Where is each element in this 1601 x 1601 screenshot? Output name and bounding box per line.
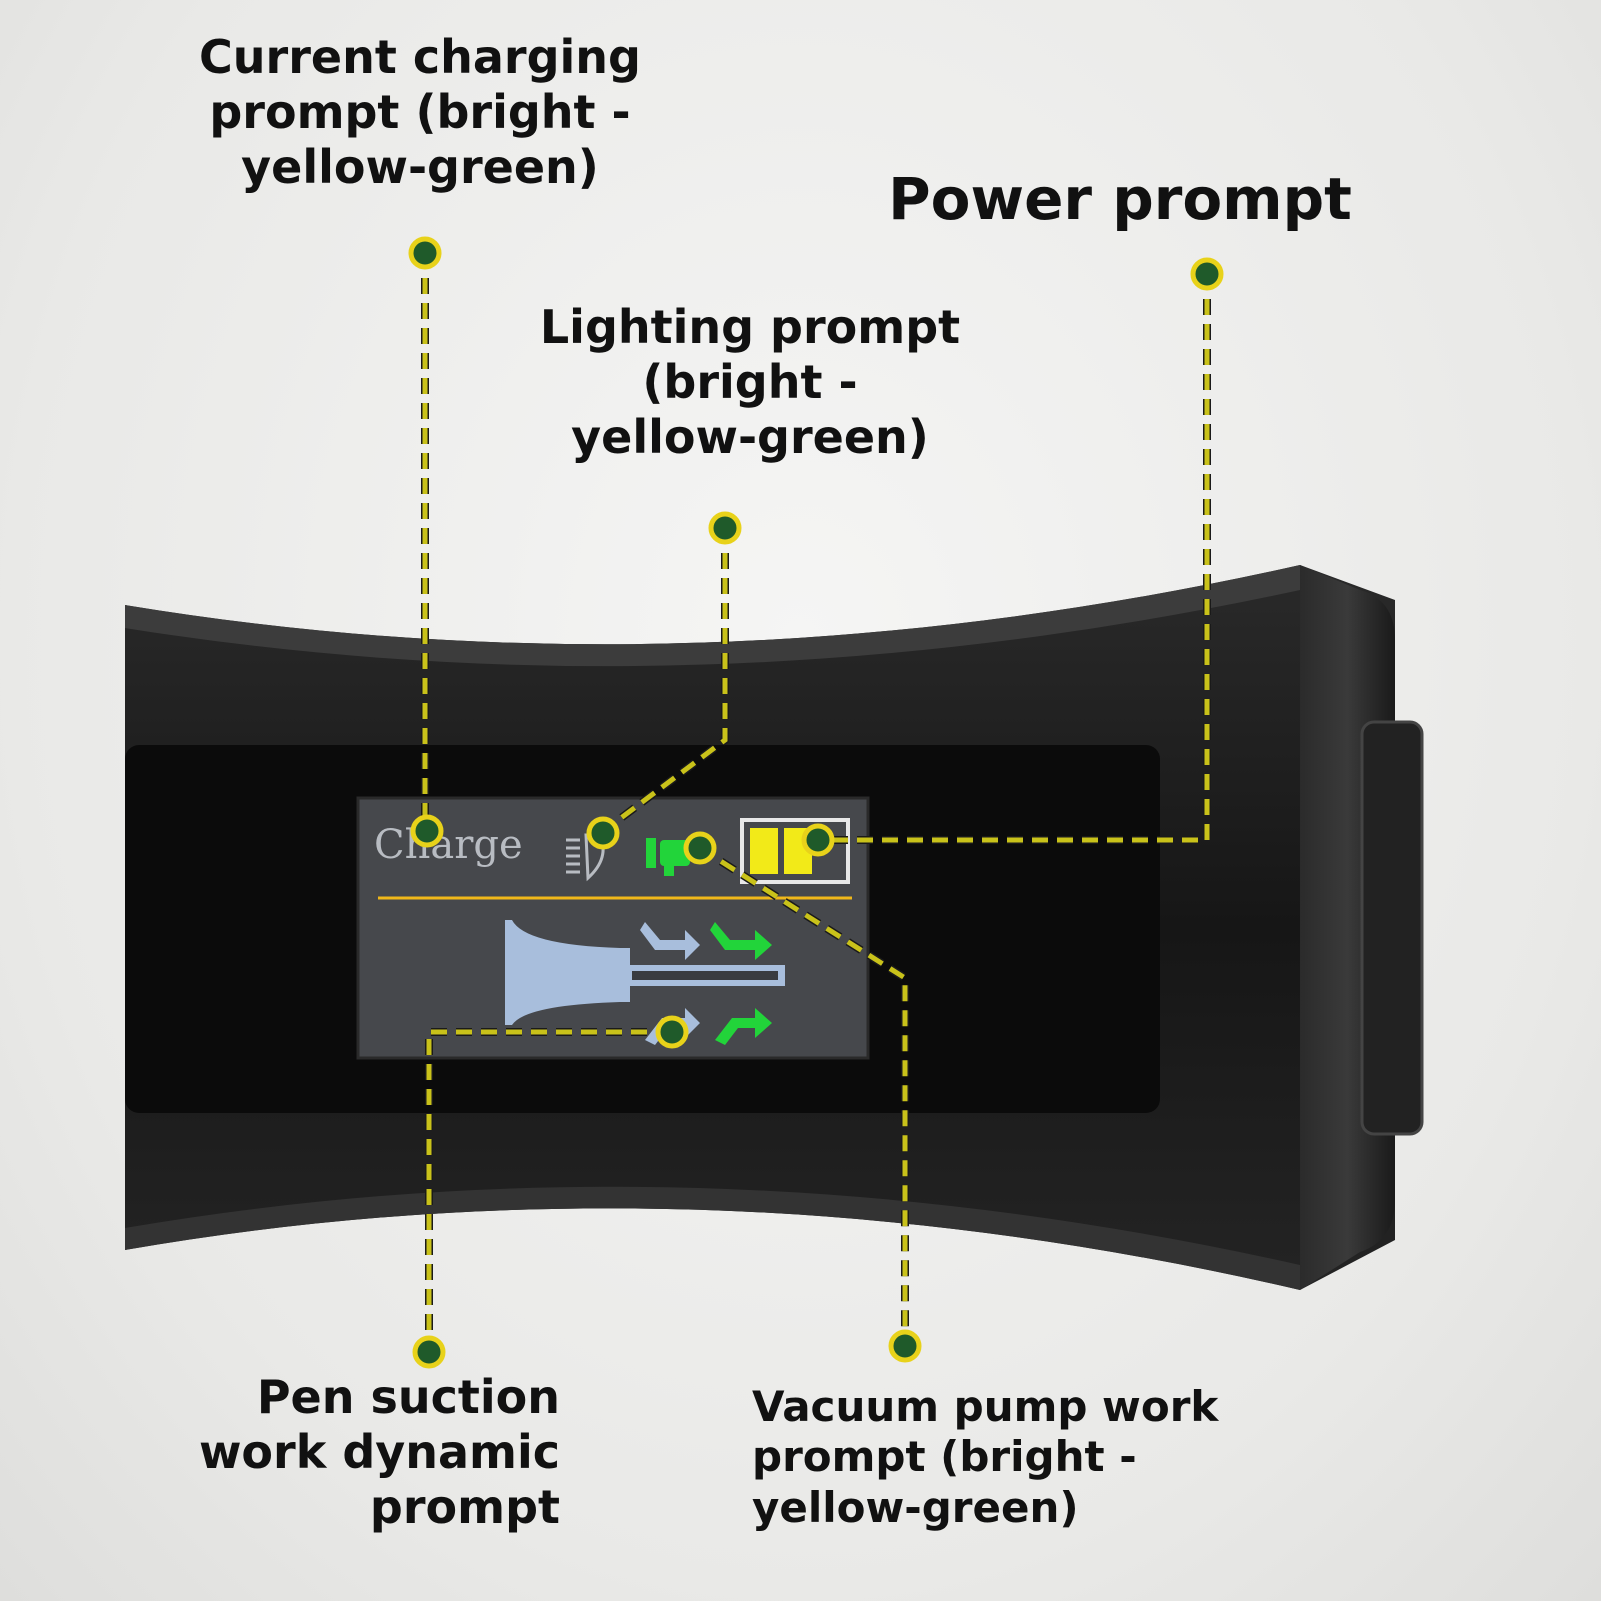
lighting-prompt-label: Lighting prompt (bright - yellow-green) [539, 300, 961, 465]
charging-dot-target [410, 814, 444, 848]
lighting-dot-top [708, 511, 742, 545]
callout-lines [421, 253, 1211, 1352]
lighting-dot-target [586, 816, 620, 850]
power-dot-top [1190, 257, 1224, 291]
vacuum-dot-target [683, 831, 717, 865]
power-prompt-label: Power prompt [888, 165, 1352, 233]
pen-dot-target [655, 1015, 689, 1049]
pen-dot-bottom [412, 1335, 446, 1369]
vacuum-pump-icon [646, 838, 690, 876]
device-bottom-rim [125, 1186, 1300, 1290]
pen-suction-prompt-label: Pen suction work dynamic prompt [198, 1370, 560, 1535]
vacuum-leader-color [698, 845, 908, 1346]
device-side-button [1360, 720, 1424, 1136]
charging-prompt-label: Current charging prompt (bright - yellow… [199, 30, 641, 195]
pen-leader-color [426, 1029, 672, 1352]
pen-suction-icon [505, 920, 785, 1025]
charging-dot-top [408, 236, 442, 270]
charge-text: Charge [374, 822, 523, 868]
lighting-leader-color [603, 528, 728, 832]
device-top-rim [125, 565, 1300, 667]
power-leader-color [820, 274, 1210, 843]
power-dot-target [801, 823, 835, 857]
callout-dots [408, 236, 1224, 1369]
vacuum-dot-bottom [888, 1329, 922, 1363]
vacuum-pump-prompt-label: Vacuum pump work prompt (bright - yellow… [752, 1382, 1219, 1532]
